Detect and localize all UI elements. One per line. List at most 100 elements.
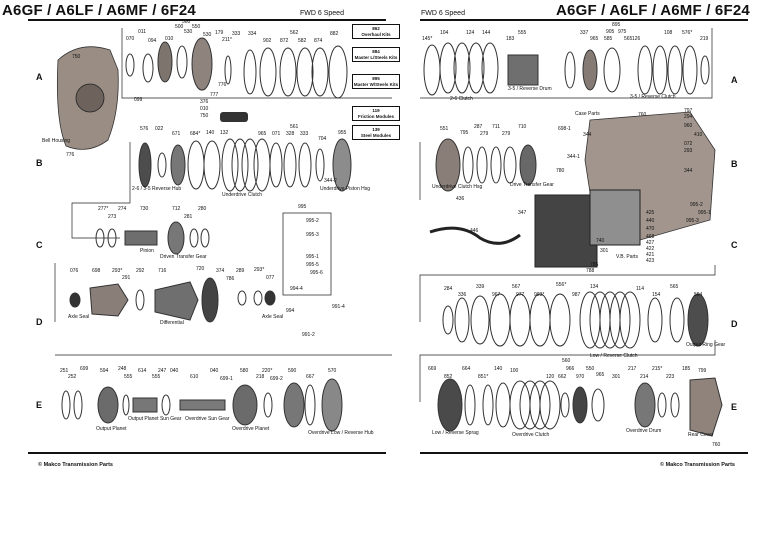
manual-linkage-box xyxy=(282,212,332,296)
part-number: 895 xyxy=(612,22,621,28)
row-label-e-right: E xyxy=(731,402,738,412)
flow-line-right-a xyxy=(420,28,713,99)
part-number: 124 xyxy=(466,30,475,36)
part-number: 281 xyxy=(184,214,193,220)
bottom-rule-right xyxy=(420,452,748,454)
part-number: 333 xyxy=(232,31,241,37)
part-number: 590 xyxy=(288,368,297,374)
part-number: 248 xyxy=(118,366,127,372)
kit-box-master-wsteels: 895 Master W/Steels Kits xyxy=(352,74,400,89)
kit-label: Friction Modules xyxy=(358,113,394,119)
label-low-reverse-spring: Low / Reverse Sprag xyxy=(432,430,479,436)
part-number: 287 xyxy=(474,124,483,130)
wiring-harness-icon xyxy=(429,226,521,245)
flow-line-b xyxy=(71,142,131,239)
flow-line-right-e xyxy=(419,340,716,402)
part-number: 966 xyxy=(566,366,575,372)
part-number: 134 xyxy=(590,284,599,290)
part-number: 284 xyxy=(444,286,453,292)
part-number: 995-3 xyxy=(686,218,699,224)
part-number: 140 xyxy=(206,130,215,136)
part-number: 902 xyxy=(263,38,272,44)
part-number: 698 xyxy=(92,268,101,274)
row-label-e-left: E xyxy=(36,400,43,410)
part-number: 995 xyxy=(298,204,307,210)
kit-label: Overhaul Kits xyxy=(361,31,391,37)
part-number: 336 xyxy=(458,292,467,298)
part-number: 977 xyxy=(516,292,525,298)
part-number: 576* xyxy=(682,30,692,36)
part-number: 376 xyxy=(200,99,209,105)
part-number: 100 xyxy=(510,368,519,374)
part-number: 699-2 xyxy=(270,376,283,382)
part-number: 279 xyxy=(502,131,511,137)
part-number: 760 xyxy=(712,442,721,448)
part-number: 995-2 xyxy=(690,202,703,208)
part-number: 750 xyxy=(72,54,81,60)
part-number: 610 xyxy=(190,374,199,380)
part-number: 274 xyxy=(118,206,127,212)
part-number: 104 xyxy=(440,30,449,36)
label-output-planet-sun-gear: Output Planet Sun Gear xyxy=(128,416,182,422)
part-number: 010 xyxy=(165,36,174,42)
kit-number: 884 xyxy=(372,49,380,54)
part-number: 711 xyxy=(492,124,500,130)
flow-line-right-d xyxy=(419,265,716,322)
part-number: 550 xyxy=(586,366,595,372)
part-number: 337 xyxy=(580,30,589,36)
part-number: 010 xyxy=(200,106,209,112)
part-number: 500 xyxy=(175,24,184,30)
part-number: 470 xyxy=(646,226,655,232)
part-number: 410 xyxy=(694,132,703,138)
part-number: 965 xyxy=(596,372,605,378)
part-number: 786 xyxy=(226,276,235,282)
part-number: 580 xyxy=(240,368,249,374)
label-output-ring-gear: Output Ring Gear xyxy=(686,342,726,348)
part-number: 220* xyxy=(262,368,272,374)
part-number: 740 xyxy=(596,238,605,244)
part-number: 760 xyxy=(638,112,647,118)
part-number: 218 xyxy=(256,374,265,380)
part-number: 874 xyxy=(314,38,323,44)
part-number: 987 xyxy=(572,292,581,298)
kit-number: 139 xyxy=(372,127,380,132)
row-label-b-right: B xyxy=(731,159,738,169)
part-number: 425 xyxy=(646,210,655,216)
kit-label: Master L/Steels Kits xyxy=(354,54,398,60)
part-number: 614 xyxy=(138,368,147,374)
part-number: 440 xyxy=(646,218,655,224)
part-number: 040 xyxy=(210,368,219,374)
part-number: 339 xyxy=(476,284,485,290)
part-number: 280 xyxy=(198,206,207,212)
part-number: 965 xyxy=(590,36,599,42)
part-number: 991-4 xyxy=(332,304,345,310)
left-subtitle: FWD 6 Speed xyxy=(300,10,344,17)
label-axle-seal-right: Axle Seal xyxy=(262,314,283,320)
kit-number: 119 xyxy=(372,108,380,113)
part-number: 132 xyxy=(220,130,229,136)
label-overdrive-planet: Overdrive Planet xyxy=(232,426,270,432)
part-number: 710 xyxy=(518,124,527,130)
part-number: 108 xyxy=(664,30,673,36)
part-number: 671 xyxy=(172,131,181,137)
part-number: 970 xyxy=(576,374,585,380)
right-subtitle: FWD 6 Speed xyxy=(421,10,465,17)
part-number: 556* xyxy=(556,282,566,288)
row-e-left-parts xyxy=(61,378,343,432)
part-number: 570 xyxy=(328,368,337,374)
part-number: 011 xyxy=(138,29,146,35)
part-number: 788 xyxy=(586,268,595,274)
part-number: 154 xyxy=(652,292,661,298)
part-number: 183 xyxy=(506,36,515,42)
kit-box-master-lsteels: 884 Master L/Steels Kits xyxy=(352,47,400,62)
part-number: 872 xyxy=(280,38,289,44)
part-number: 776 xyxy=(66,152,75,158)
part-number: 776 xyxy=(218,82,227,88)
label-drum-35-rev: 3-5 / Reverse Drum xyxy=(508,86,552,92)
label-driven-transfer-gear: Driven Transfer Gear xyxy=(160,254,207,260)
part-number: 795 xyxy=(460,130,469,136)
part-number: 712 xyxy=(172,206,181,212)
kit-box-steel-modules: 139 Steel Modules xyxy=(352,125,400,140)
part-number: 344 xyxy=(583,132,592,138)
part-number: 301 xyxy=(600,248,609,254)
